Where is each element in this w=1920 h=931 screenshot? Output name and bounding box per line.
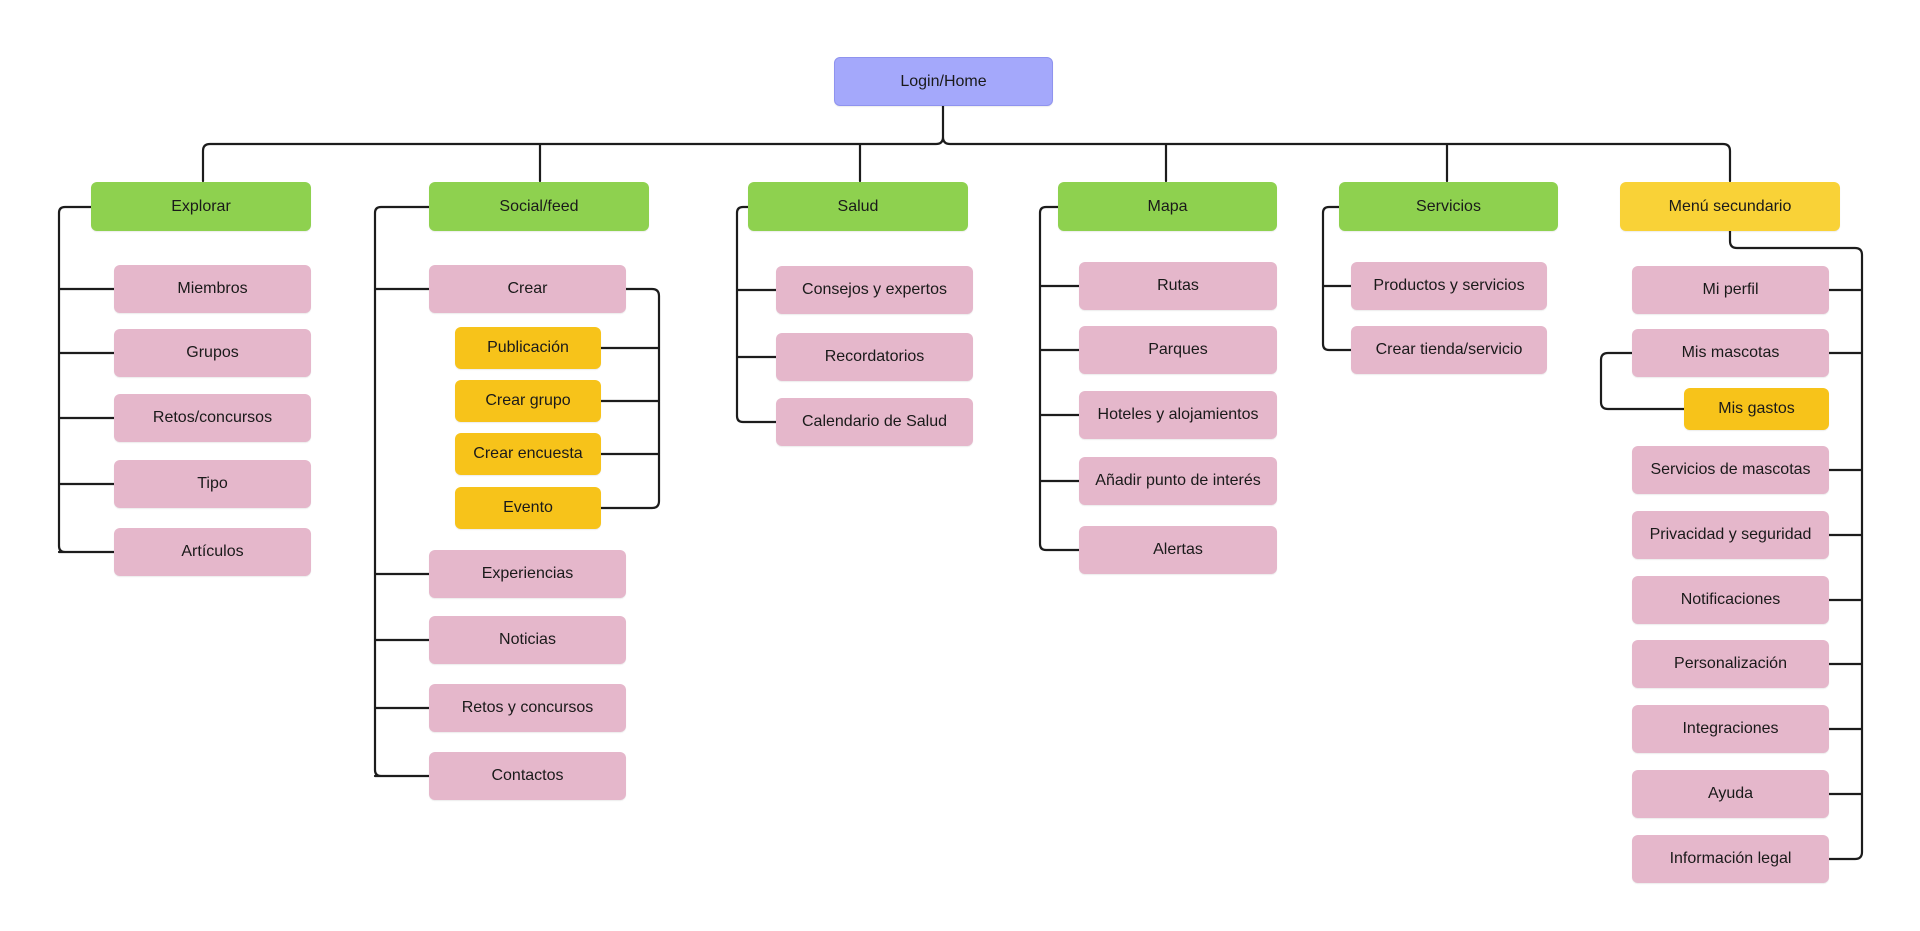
item-productos-y-servicios: Productos y servicios: [1351, 262, 1547, 310]
category-mapa: Mapa: [1058, 182, 1277, 231]
category-social-feed: Social/feed: [429, 182, 649, 231]
category-salud: Salud: [748, 182, 968, 231]
mascotas-connector: [1599, 351, 1686, 411]
item-noticias: Noticias: [429, 616, 626, 664]
item-privacidad-y-seguridad: Privacidad y seguridad: [1632, 511, 1829, 559]
item-informacion-legal: Información legal: [1632, 835, 1829, 883]
item-calendario-de-salud: Calendario de Salud: [776, 398, 973, 446]
mapa-connector: [1038, 205, 1081, 552]
item-articulos: Artículos: [114, 528, 311, 576]
item-crear-tienda-servicio: Crear tienda/servicio: [1351, 326, 1547, 374]
item-consejos-y-expertos: Consejos y expertos: [776, 266, 973, 314]
salud-connector: [735, 205, 778, 424]
item-hoteles-y-alojamientos: Hoteles y alojamientos: [1079, 391, 1277, 439]
explorar-connector: [57, 205, 116, 554]
subitem-crear-encuesta: Crear encuesta: [455, 433, 601, 475]
item-alertas: Alertas: [1079, 526, 1277, 574]
item-ayuda: Ayuda: [1632, 770, 1829, 818]
item-contactos: Contactos: [429, 752, 626, 800]
root-connector: [201, 104, 1732, 183]
item-rutas: Rutas: [1079, 262, 1277, 310]
servicios-connector: [1321, 205, 1353, 352]
social-connector: [373, 205, 431, 778]
root-node-login-home: Login/Home: [834, 57, 1053, 106]
item-experiencias: Experiencias: [429, 550, 626, 598]
category-menu-secundario: Menú secundario: [1620, 182, 1840, 231]
menu-connector: [1728, 229, 1864, 861]
item-crear: Crear: [429, 265, 626, 313]
item-mi-perfil: Mi perfil: [1632, 266, 1829, 314]
subitem-evento: Evento: [455, 487, 601, 529]
item-recordatorios: Recordatorios: [776, 333, 973, 381]
item-anadir-punto-de-interes: Añadir punto de interés: [1079, 457, 1277, 505]
item-integraciones: Integraciones: [1632, 705, 1829, 753]
item-retos-y-concursos: Retos y concursos: [429, 684, 626, 732]
item-retos-concursos: Retos/concursos: [114, 394, 311, 442]
subitem-mis-gastos: Mis gastos: [1684, 388, 1829, 430]
crear-connector: [599, 287, 661, 510]
category-explorar: Explorar: [91, 182, 311, 231]
item-notificaciones: Notificaciones: [1632, 576, 1829, 624]
item-servicios-de-mascotas: Servicios de mascotas: [1632, 446, 1829, 494]
subitem-publicacion: Publicación: [455, 327, 601, 369]
item-tipo: Tipo: [114, 460, 311, 508]
item-miembros: Miembros: [114, 265, 311, 313]
item-parques: Parques: [1079, 326, 1277, 374]
item-personalizacion: Personalización: [1632, 640, 1829, 688]
item-mis-mascotas: Mis mascotas: [1632, 329, 1829, 377]
subitem-crear-grupo: Crear grupo: [455, 380, 601, 422]
category-servicios: Servicios: [1339, 182, 1558, 231]
item-grupos: Grupos: [114, 329, 311, 377]
